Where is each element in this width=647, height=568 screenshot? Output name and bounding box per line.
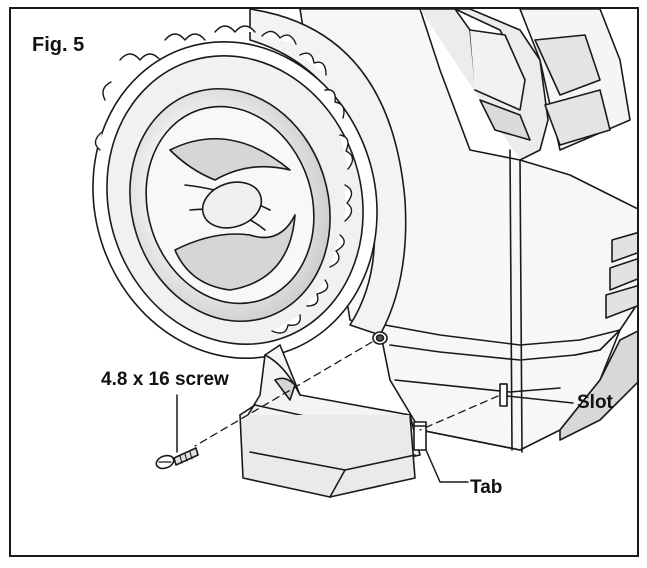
side-grill [605,232,637,319]
foot-bracket [239,344,427,498]
leader-lines [176,394,574,483]
screw-hole [372,331,388,345]
figure-label: Fig. 5 [32,34,85,56]
alignment-lines [194,341,499,447]
upper-vents [419,9,631,161]
screw-callout: 4.8 x 16 screw [101,369,229,390]
slot-callout: Slot [577,392,613,413]
tab-callout: Tab [470,477,503,498]
screw [155,447,199,470]
wheel [92,9,407,359]
